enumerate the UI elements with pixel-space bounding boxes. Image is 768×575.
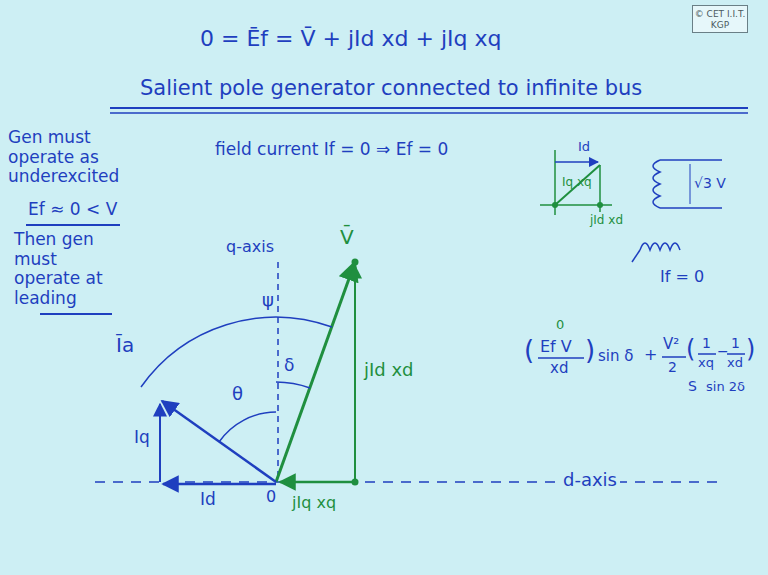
formula-term: V² [663,336,679,353]
formula-term: sin 2δ [706,380,745,395]
note-text: field current If = 0 ⇒ Ef = 0 [215,140,448,160]
v-phasor [276,262,355,482]
note-underline [40,313,112,315]
formula-symbol: ( [524,336,534,366]
formula-symbol: ) [746,336,755,364]
iq-phasor [159,404,161,482]
side-note: Then gen must operate at leading [14,230,124,308]
angle-label: θ [232,384,243,405]
sketch-id [555,161,598,163]
origin-label: 0 [266,488,276,506]
formula-symbol: − [717,343,729,359]
d-axis-line [95,481,720,483]
angle-label: ψ [262,290,274,311]
armature-winding [653,160,660,208]
formula-term: S [688,378,697,394]
phasor-label: Īa [116,334,134,357]
field-label: If = 0 [660,268,704,286]
field-winding [640,243,680,250]
voltage-label: √3 V [694,175,726,191]
formula-term: 1 [702,335,711,351]
sketch-dot [597,202,603,208]
phasor-label: Id [200,490,216,510]
fraction-bar [662,356,686,358]
sketch-phasor [555,165,600,205]
sketch-dot [552,202,558,208]
axis-label: q-axis [226,238,274,256]
formula-term: 2 [668,359,677,375]
phasor-label: V̄ [340,226,354,249]
side-note: Ef ≈ 0 < V [28,200,117,220]
winding-lead [660,207,722,209]
formula-term: xd [550,360,568,377]
formula-term: Ef V [540,338,572,356]
formula-symbol: + [644,346,657,364]
side-note: Gen must operate as underexcited [8,128,138,187]
heading-underline [110,112,748,114]
phasor-label: jIq xq [292,494,336,512]
phasor-label: jId xd [364,360,414,381]
axis-label: d-axis [560,470,620,491]
psi-arc [141,317,332,387]
formula-term: xd [727,356,743,371]
winding-lead [660,159,722,161]
voltage-bracket [690,164,691,204]
fraction-bar [538,357,584,359]
theta-arc [219,412,276,442]
fraction-bar [727,353,745,355]
heading-equation: 0 = Ēf = V̄ + jId xd + jIq xq [200,26,501,51]
delta-arc [276,382,310,388]
logo-box: © CET I.I.T. KGP [692,5,748,33]
formula-term: sin δ [598,348,633,365]
formula-term: 1 [731,335,740,351]
sketch-label: Iq xq [562,176,592,190]
phasor-dot [352,259,359,266]
sketch-label: Id [578,140,590,155]
winding-lead [632,250,640,262]
formula-symbol: ) [585,336,595,366]
formula-symbol: ( [686,336,695,364]
id-phasor [163,483,276,486]
fraction-bar [698,353,716,355]
sketch-label: jId xd [590,214,623,228]
jiqxq-phasor [280,481,355,484]
logo-text: © CET I.I.T. KGP [693,9,747,31]
heading-underline [110,107,748,109]
angle-label: δ [284,356,294,376]
phasor-label: Iq [134,428,150,448]
note-underline [26,224,120,226]
heading: Salient pole generator connected to infi… [140,76,642,100]
jidxd-phasor [354,266,356,482]
q-axis-line [277,262,279,478]
ia-phasor [162,401,276,482]
formula-term: 0 [556,318,564,333]
formula-term: xq [698,356,714,371]
phasor-dot [352,479,359,486]
